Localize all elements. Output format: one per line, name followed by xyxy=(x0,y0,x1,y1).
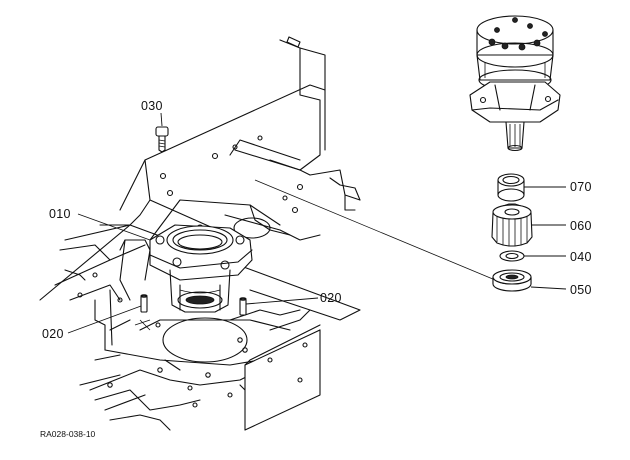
callout-050: 050 xyxy=(570,283,592,297)
leader-050 xyxy=(530,286,567,290)
leader-020-left xyxy=(67,305,142,334)
bolt-030 xyxy=(155,126,169,153)
hydraulic-motor xyxy=(469,15,561,152)
collar-070 xyxy=(497,173,525,202)
leader-030 xyxy=(160,112,163,127)
callout-030: 030 xyxy=(141,99,163,113)
callout-070: 070 xyxy=(570,180,592,194)
bearing-050 xyxy=(492,269,532,292)
callout-020-right: 020 xyxy=(320,291,342,305)
housing-010 xyxy=(149,224,253,313)
pin-020-right xyxy=(239,297,247,316)
washer-040 xyxy=(499,250,525,262)
leader-010 xyxy=(77,213,151,241)
drawing-number: RA028-038-10 xyxy=(40,429,96,439)
callout-010: 010 xyxy=(49,207,71,221)
pin-020-left xyxy=(134,294,151,331)
callout-020-left: 020 xyxy=(42,327,64,341)
leader-020-right xyxy=(245,297,319,305)
gear-060 xyxy=(491,203,533,247)
callout-040: 040 xyxy=(570,250,592,264)
callout-060: 060 xyxy=(570,219,592,233)
frame-structure xyxy=(39,36,361,431)
assembly-centerline xyxy=(254,179,501,283)
